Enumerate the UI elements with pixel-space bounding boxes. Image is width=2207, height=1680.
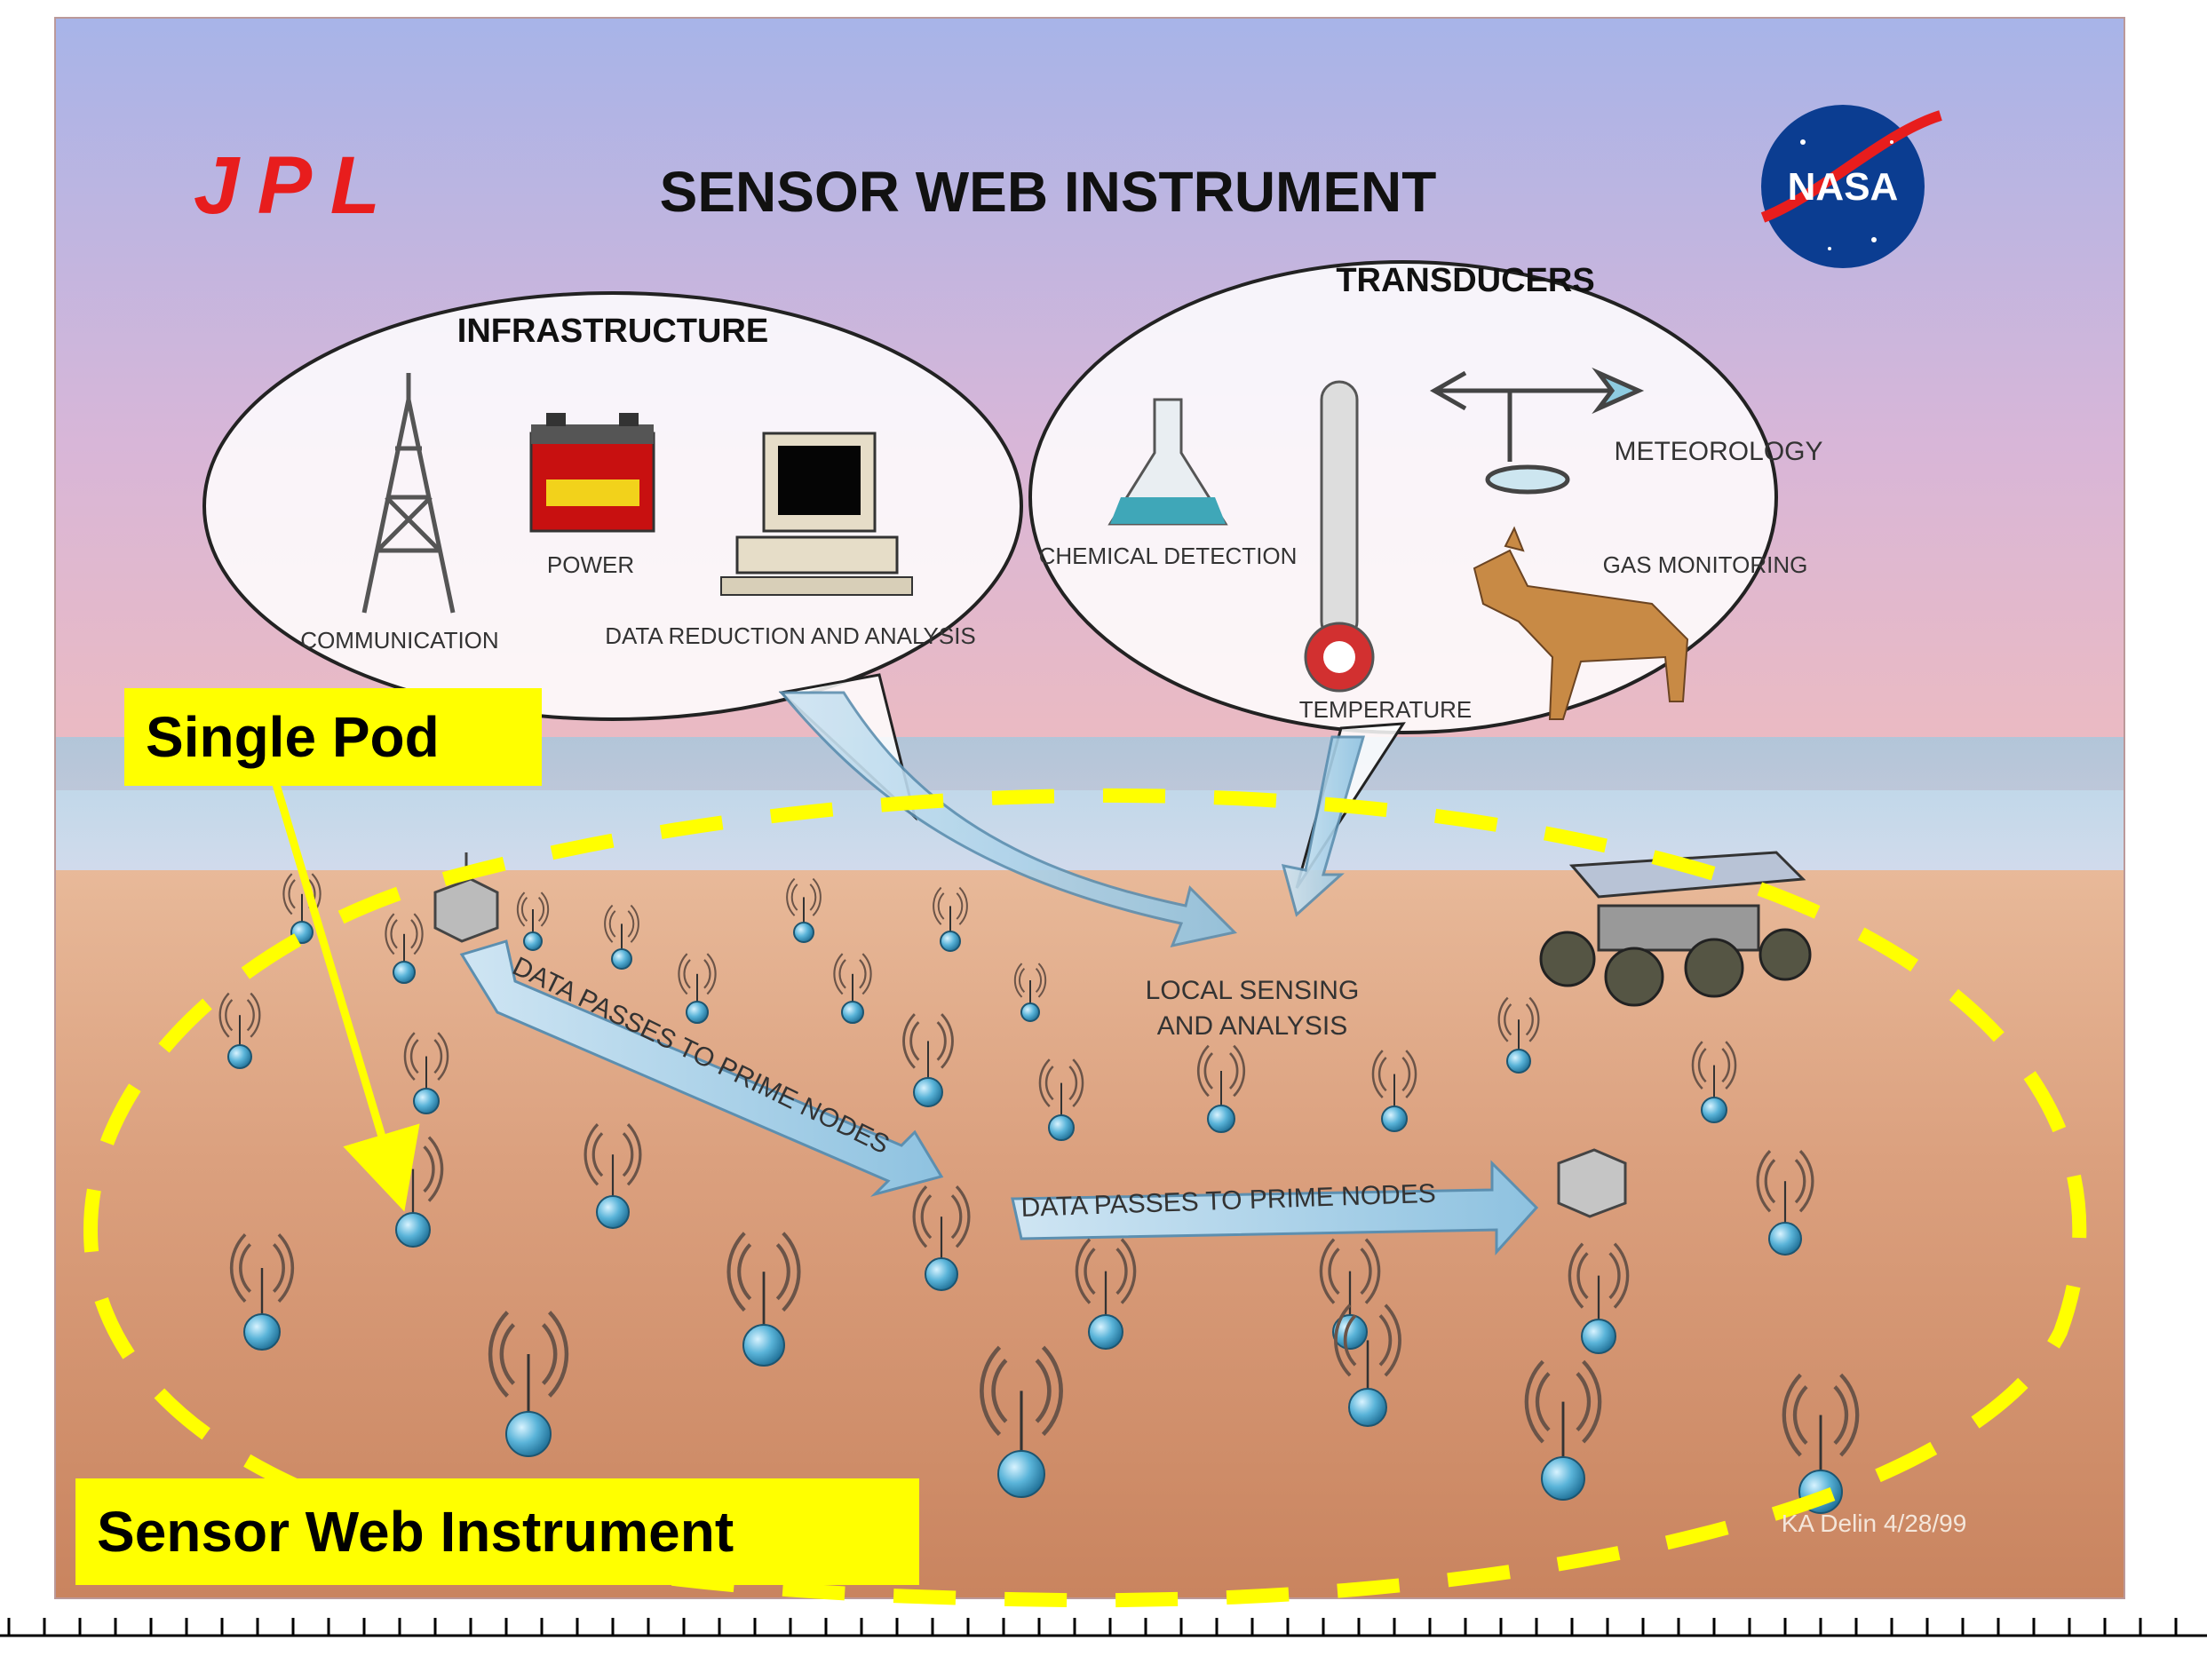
sensor-pod [1075,1238,1137,1350]
sensor-pod [1691,1041,1737,1123]
single-pod-callout: Single Pod [124,688,542,786]
sensor-pod [403,1032,449,1114]
chemical-detection-label: CHEMICAL DETECTION [1039,543,1298,569]
sensor-pod [726,1232,801,1367]
data-arrow-lower: DATA PASSES TO PRIME NODES [1011,1160,1539,1256]
meteorology-label: METEOROLOGY [1614,437,1822,466]
sensor-pod [1038,1058,1084,1141]
data-reduction-label: DATA REDUCTION AND ANALYSIS [605,622,976,649]
sensor-pod [516,892,550,951]
sensor-pod [584,1123,642,1229]
sensor-pod [1497,996,1540,1074]
sensor-pod [1013,963,1047,1022]
sensor-pod [1568,1242,1630,1354]
svg-text:NASA: NASA [1788,165,1899,209]
sensor-pod [229,1232,295,1351]
sensor-pod [218,992,261,1069]
sensor-pod [1371,1050,1417,1132]
sensor-pod [1319,1238,1381,1350]
sensor-web-callout: Sensor Web Instrument [75,1478,919,1585]
dog-icon [1473,526,1689,720]
bubble-arrow-left [778,691,1238,948]
communication-label: COMMUNICATION [300,627,498,654]
panel-border [54,17,2125,1599]
nasa-logo: NASA [1760,105,1942,268]
bubble-arrow-right [1281,735,1365,917]
local-sensing-label-2: AND ANALYSIS [1157,1011,1348,1041]
infrastructure-bubble: INFRASTRUCTURE COMMUNICATION POWER DATA … [202,291,1023,821]
sensor-pod [833,953,872,1024]
sensor-pod [933,886,968,952]
sensor-pod [1196,1044,1246,1133]
sensor-pod [678,953,717,1024]
prime-node-right [1557,1148,1627,1218]
thermometer-icon [1304,380,1375,693]
sensor-pods [218,873,1860,1514]
single-pod-pointer [271,780,420,1212]
credit-label: KA Delin 4/28/99 [1782,1510,1967,1537]
jpl-logo: JPL [194,140,380,231]
tower-icon [361,373,456,614]
temperature-label: TEMPERATURE [1299,696,1473,723]
diagram-title: SENSOR WEB INSTRUMENT [660,160,1437,224]
sensor-pod [604,904,639,970]
svg-text:JPL: JPL [194,140,380,231]
power-label: POWER [547,551,634,578]
local-sensing-label: LOCAL SENSING [1146,976,1360,1005]
sensor-pod [385,913,424,984]
sensor-pod [912,1185,971,1291]
sensor-pod [786,877,822,943]
sensor-pod [1524,1359,1602,1501]
single-pod-text: Single Pod [146,705,440,769]
infrastructure-heading: INFRASTRUCTURE [457,313,768,350]
scale-strip [0,1618,2207,1637]
sensor-pod [1334,1304,1401,1427]
rover-icon [1539,851,1812,1007]
sensor-pod [488,1311,569,1457]
flask-icon [1107,398,1228,526]
sensor-pod [1756,1150,1814,1256]
transducers-heading: TRANSDUCERS [1336,262,1594,299]
sensor-web-text: Sensor Web Instrument [97,1500,734,1564]
weather-vane-icon [1429,367,1645,495]
gas-monitoring-label: GAS MONITORING [1603,551,1808,578]
sensor-pod [902,1013,954,1107]
sensor-pod [980,1345,1063,1498]
battery-icon [529,413,655,533]
computer-icon [720,432,913,596]
